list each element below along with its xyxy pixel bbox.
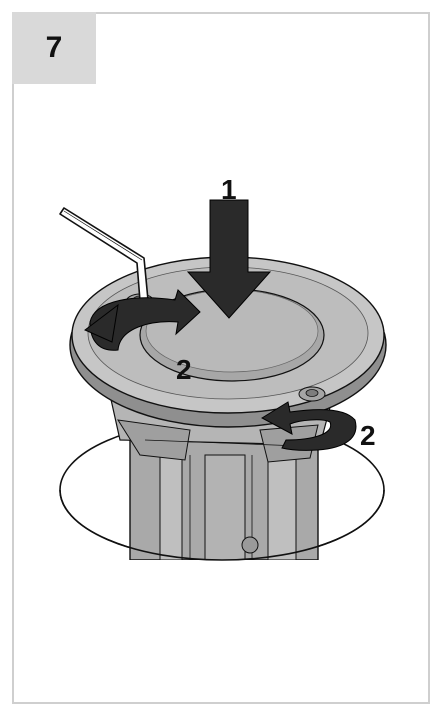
ground-surface-mask <box>20 560 425 700</box>
arrow-down-icon <box>186 199 272 319</box>
rotate-arrow-left-head <box>84 303 119 343</box>
ground-hole-front-edge <box>59 489 385 561</box>
label-rotate-right: 2 <box>360 420 376 451</box>
rotate-arrow-icon <box>260 401 357 451</box>
step-number: 7 <box>45 31 63 64</box>
screw-right <box>298 386 326 402</box>
step-number-box <box>12 12 96 84</box>
label-rotate-left: 2 <box>176 354 192 385</box>
label-press: 1 <box>221 174 237 205</box>
